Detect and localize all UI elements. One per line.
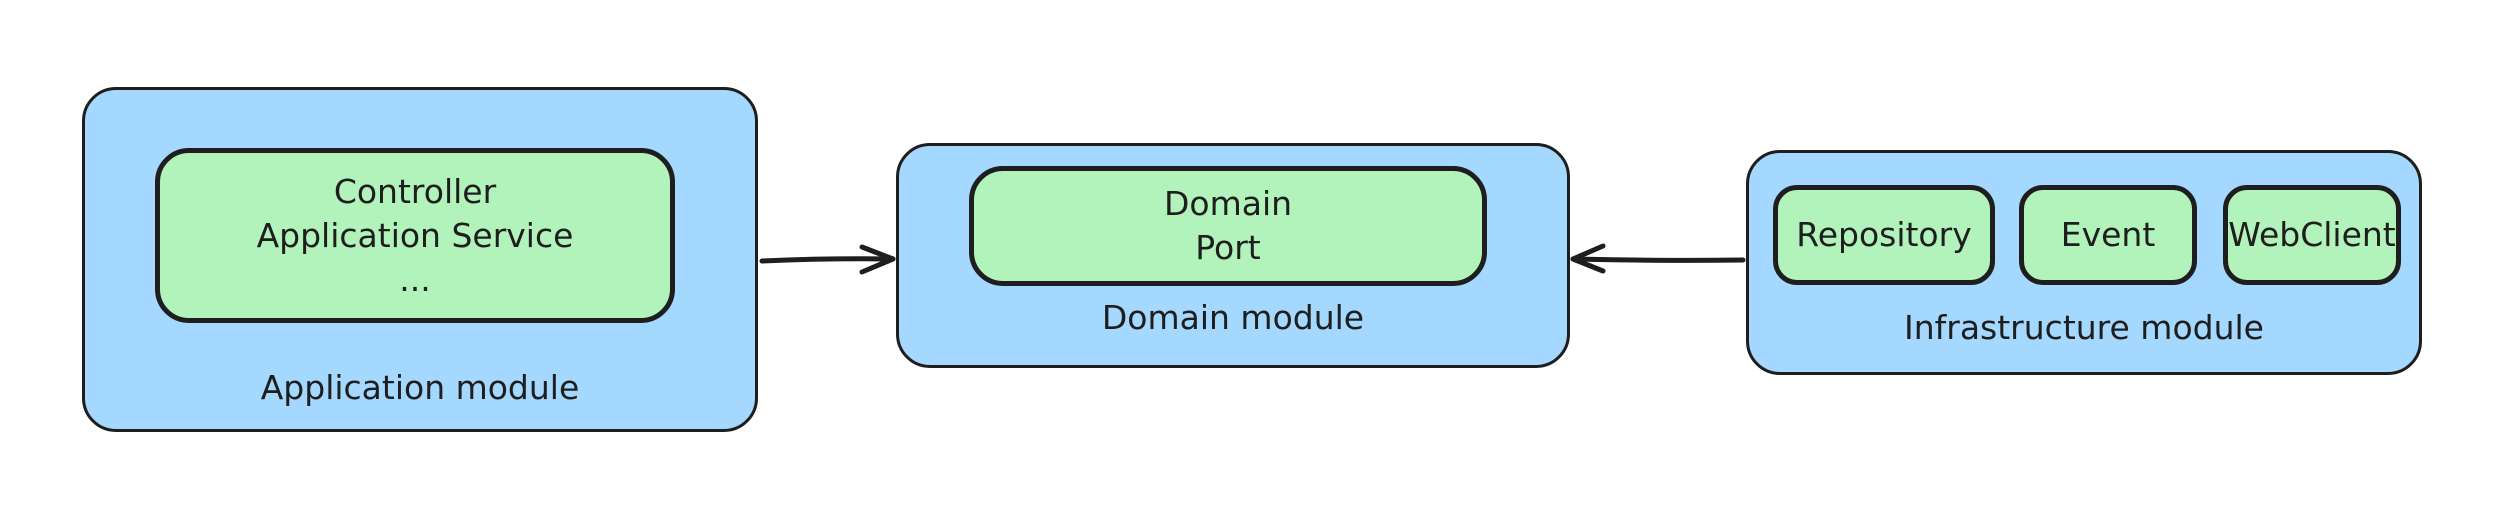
controller-label: Controller <box>333 171 497 211</box>
infrastructure-module: Repository Event WebClient Infrastructur… <box>1746 150 2422 375</box>
domain-components-box: Domain Port <box>969 166 1487 286</box>
repository-box: Repository <box>1773 185 1995 285</box>
domain-module: Domain Port Domain module <box>896 143 1570 368</box>
webclient-label: WebClient <box>2228 215 2396 254</box>
webclient-box: WebClient <box>2223 185 2401 285</box>
infrastructure-to-domain-arrow <box>1570 243 1746 274</box>
application-module: Controller Application Service ... Appli… <box>82 87 758 432</box>
application-to-domain-arrow <box>759 244 896 275</box>
domain-module-label: Domain module <box>1101 298 1365 337</box>
repository-label: Repository <box>1796 215 1972 254</box>
event-box: Event <box>2019 185 2197 285</box>
application-components-box: Controller Application Service ... <box>155 148 675 323</box>
port-label: Port <box>1195 228 1261 267</box>
infrastructure-module-label: Infrastructure module <box>1904 308 2264 347</box>
domain-label: Domain <box>1163 184 1293 223</box>
event-label: Event <box>2060 215 2156 254</box>
application-module-label: Application module <box>260 368 580 407</box>
application-service-label: Application Service <box>256 215 574 255</box>
ellipsis-label: ... <box>399 259 431 299</box>
